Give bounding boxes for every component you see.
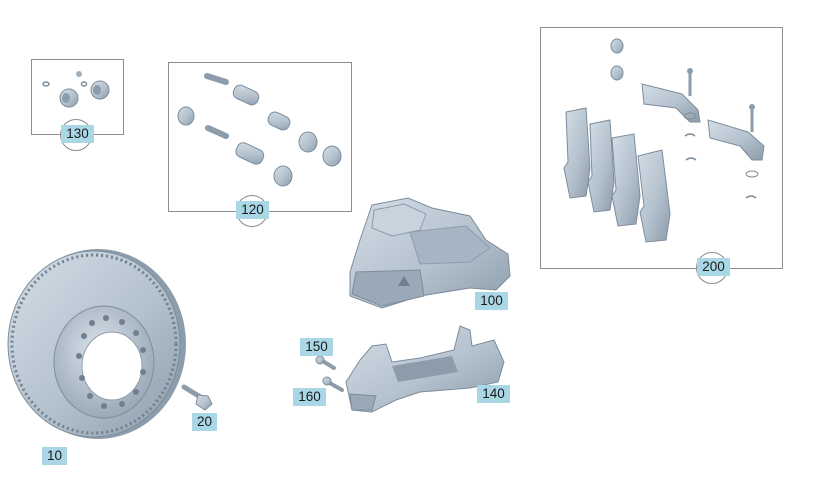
caliper-carrier-icon [345,325,505,413]
caliper-icon [349,197,511,309]
small-hardware-icon [42,71,110,108]
callout-100[interactable]: 100 [475,292,508,310]
brake-disc-icon [7,249,186,439]
callout-120[interactable]: 120 [236,201,269,219]
bolt-160-icon [322,376,344,392]
group-frame-200 [540,27,783,269]
callout-150[interactable]: 150 [300,338,333,356]
callout-130[interactable]: 130 [61,125,94,143]
callout-160[interactable]: 160 [293,388,326,406]
callout-10[interactable]: 10 [42,447,67,465]
callout-200[interactable]: 200 [697,258,730,276]
bolt-icon [181,384,213,411]
brake-pad-set-icon [563,38,765,243]
bolt-150-icon [315,355,336,370]
callout-20[interactable]: 20 [192,413,217,431]
callout-140[interactable]: 140 [477,385,510,403]
guide-pin-kit-icon [177,73,342,187]
